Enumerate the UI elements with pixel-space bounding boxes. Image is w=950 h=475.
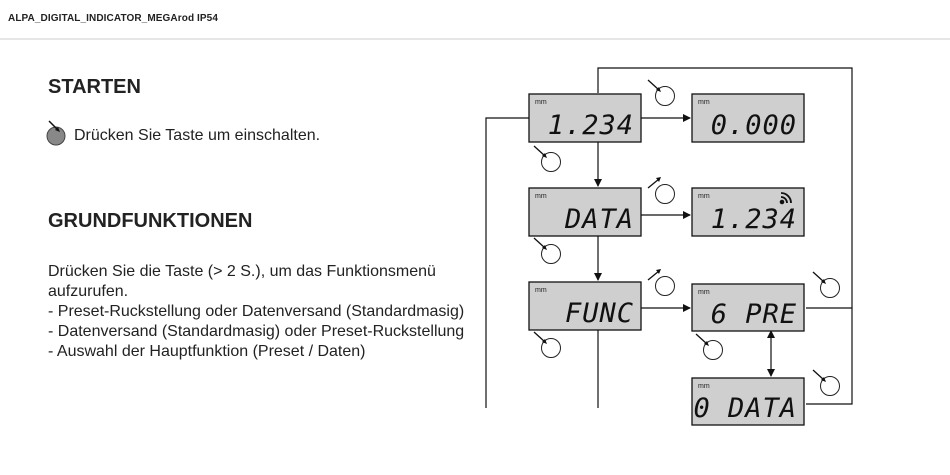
press-button-icon	[647, 176, 676, 205]
display-value: 0.000	[711, 110, 797, 141]
wireless-icon	[779, 192, 792, 205]
display-value: DATA	[564, 204, 634, 235]
display-value: FUNC	[565, 298, 634, 329]
display-value: 1.234	[548, 110, 634, 141]
press-button-icon	[812, 369, 841, 397]
section-title-grundfunktionen: GRUNDFUNKTIONEN	[48, 210, 253, 232]
lcd-display-data: mm DATA	[528, 187, 642, 237]
unit-label: mm	[535, 287, 547, 294]
press-button-icon	[647, 79, 676, 107]
grundfunktionen-description: Drücken Sie die Taste (> 2 S.), um das F…	[48, 262, 468, 362]
lcd-display-zero: mm 0.000	[691, 93, 805, 143]
lcd-display-main: mm 1.234	[528, 93, 642, 143]
section-title-starten: STARTEN	[48, 76, 141, 98]
unit-label: mm	[698, 193, 710, 200]
lcd-display-func: mm FUNC	[528, 281, 642, 331]
button-press-icon	[46, 120, 66, 146]
lcd-display-sent-value: mm 1.234	[691, 187, 805, 237]
press-button-icon	[695, 333, 724, 361]
unit-label: mm	[698, 99, 710, 106]
function-list-item: - Auswahl der Hauptfunktion (Preset / Da…	[48, 343, 366, 360]
press-button-icon	[533, 145, 562, 173]
unit-label: mm	[698, 289, 710, 296]
function-list-item: - Preset-Ruckstellung oder Datenversand …	[48, 303, 465, 320]
lcd-display-pre: mm 6 PRE	[691, 283, 805, 332]
press-button-icon	[533, 237, 562, 265]
display-value: 6 PRE	[711, 299, 797, 330]
unit-label: mm	[698, 383, 710, 390]
unit-label: mm	[535, 193, 547, 200]
document-title: ALPA_DIGITAL_INDICATOR_MEGArod IP54	[8, 13, 219, 24]
page-header: ALPA_DIGITAL_INDICATOR_MEGArod IP54	[0, 0, 950, 40]
connector-lines	[485, 67, 853, 408]
display-value: 0 DATA	[693, 393, 797, 424]
function-list-item: - Datenversand (Standardmasig) oder Pres…	[48, 323, 465, 340]
grundfunktionen-intro: Drücken Sie die Taste (> 2 S.), um das F…	[48, 263, 436, 300]
display-value: 1.234	[711, 204, 797, 235]
press-button-icon	[647, 268, 676, 297]
press-button-icon	[812, 271, 841, 299]
unit-label: mm	[535, 99, 547, 106]
start-instruction-text: Drücken Sie Taste um einschalten.	[74, 127, 321, 144]
press-button-icon	[533, 331, 562, 359]
lcd-display-odata: mm 0 DATA	[691, 377, 805, 426]
